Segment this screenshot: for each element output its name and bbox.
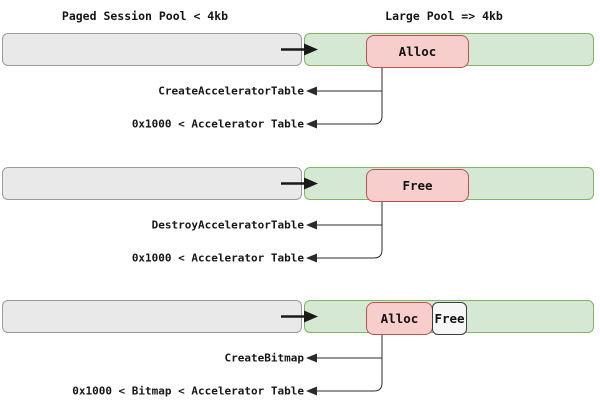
pool-transfer-arrow: [281, 43, 318, 56]
alloc-box-label: Alloc: [398, 44, 437, 59]
large-pool-title: Large Pool => 4kb: [385, 9, 503, 23]
alloc-box: Alloc: [366, 302, 433, 335]
free-chunk-label: Free: [434, 311, 465, 326]
pool-transfer-arrow: [281, 177, 318, 190]
size-constraint-label: 0x1000 < Bitmap < Accelerator Table: [72, 384, 304, 398]
annotation-connector: [306, 202, 383, 263]
paged-pool-bar: [2, 300, 302, 333]
free-chunk-box: Free: [432, 302, 467, 335]
alloc-box: Alloc: [366, 35, 469, 68]
api-call-label: DestroyAcceleratorTable: [151, 218, 304, 232]
api-call-label: CreateAcceleratorTable: [158, 84, 304, 98]
free-box-label: Free: [402, 178, 433, 193]
api-call-label: CreateBitmap: [224, 351, 304, 365]
pool-transfer-arrow: [281, 310, 318, 323]
annotation-connector: [306, 68, 383, 129]
annotation-connector: [306, 335, 383, 396]
free-box: Free: [366, 169, 469, 202]
paged-session-pool-title: Paged Session Pool < 4kb: [61, 9, 229, 23]
size-constraint-label: 0x1000 < Accelerator Table: [131, 117, 304, 131]
paged-pool-bar: [2, 167, 302, 200]
alloc-box-label: Alloc: [380, 311, 419, 326]
paged-pool-bar: [2, 33, 302, 66]
size-constraint-label: 0x1000 < Accelerator Table: [131, 251, 304, 265]
